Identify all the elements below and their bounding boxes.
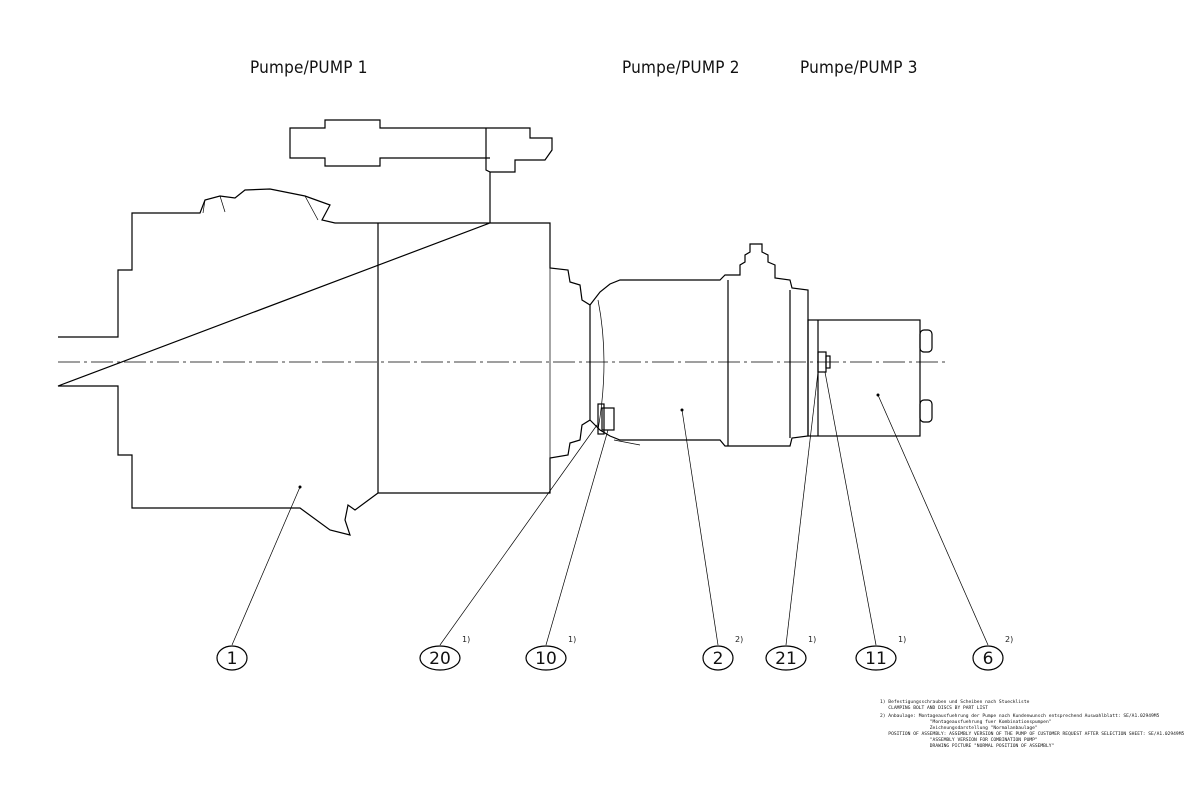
balloon-item-6: 6 2) <box>972 635 1013 671</box>
balloon-footnote-ref: 1) <box>808 635 816 644</box>
pump-2-title: Pumpe/PUMP 2 <box>622 58 740 78</box>
balloon-label: 20 <box>429 649 451 669</box>
balloon-item-1: 1 <box>216 645 248 671</box>
balloon-label: 1 <box>227 649 238 669</box>
balloon-footnote-ref: 2) <box>735 635 743 644</box>
note-line: 1) Befestigungsschrauben und Scheiben na… <box>880 700 1030 705</box>
balloon-outline <box>972 645 1004 671</box>
balloon-outline <box>525 645 567 671</box>
balloon-outline <box>765 645 807 671</box>
pump-1-title: Pumpe/PUMP 1 <box>250 58 368 78</box>
balloon-item-2: 2 2) <box>702 635 743 671</box>
leader-lines <box>231 371 989 646</box>
note-line: "ASSEMBLY VERSION FOR COMBINATION PUMP" <box>880 738 1038 743</box>
note-line: "Montageausfuehrung fuer Kombinationspum… <box>880 720 1052 725</box>
balloon-label: 21 <box>775 649 797 669</box>
balloon-footnote-ref: 1) <box>898 635 906 644</box>
balloon-outline <box>855 645 897 671</box>
balloon-outline <box>216 645 248 671</box>
drawing-notes: 1) Befestigungsschrauben und Scheiben na… <box>880 700 1190 750</box>
note-line: POSITION OF ASSEMBLY: ASSEMBLY VERSION O… <box>880 732 1185 737</box>
note-line: DRAWING PICTURE "NORMAL POSITION OF ASSE… <box>880 744 1055 749</box>
balloon-label: 10 <box>535 649 557 669</box>
balloon-footnote-ref: 1) <box>568 635 576 644</box>
balloon-item-11: 11 1) <box>855 635 906 671</box>
balloon-outline <box>702 645 734 671</box>
balloon-outline <box>419 645 461 671</box>
leader-dots <box>298 393 880 489</box>
balloon-footnote-ref: 1) <box>462 635 470 644</box>
pump-3-title: Pumpe/PUMP 3 <box>800 58 918 78</box>
balloon-item-20: 20 1) <box>419 635 470 671</box>
balloon-label: 2 <box>713 649 724 669</box>
note-line: CLAMPING BOLT AND DISCS BY PART LIST <box>880 706 988 711</box>
balloon-item-21: 21 1) <box>765 635 816 671</box>
balloon-label: 6 <box>983 649 994 669</box>
item-balloons: 1 20 1) 10 1) 2 2) 21 1) 11 1) 6 2) <box>216 635 1013 671</box>
balloon-label: 11 <box>865 649 887 669</box>
note-line: Zeichnungsdarstellung "Normalanbaulage" <box>880 726 1038 731</box>
balloon-footnote-ref: 2) <box>1005 635 1013 644</box>
pump-3-body <box>807 319 933 437</box>
pump-1-body <box>57 119 591 536</box>
note-line: 2) Anbaulage: Montageausfuehrung der Pum… <box>880 714 1160 719</box>
balloon-item-10: 10 1) <box>525 635 576 671</box>
pump-2-body <box>589 243 809 447</box>
